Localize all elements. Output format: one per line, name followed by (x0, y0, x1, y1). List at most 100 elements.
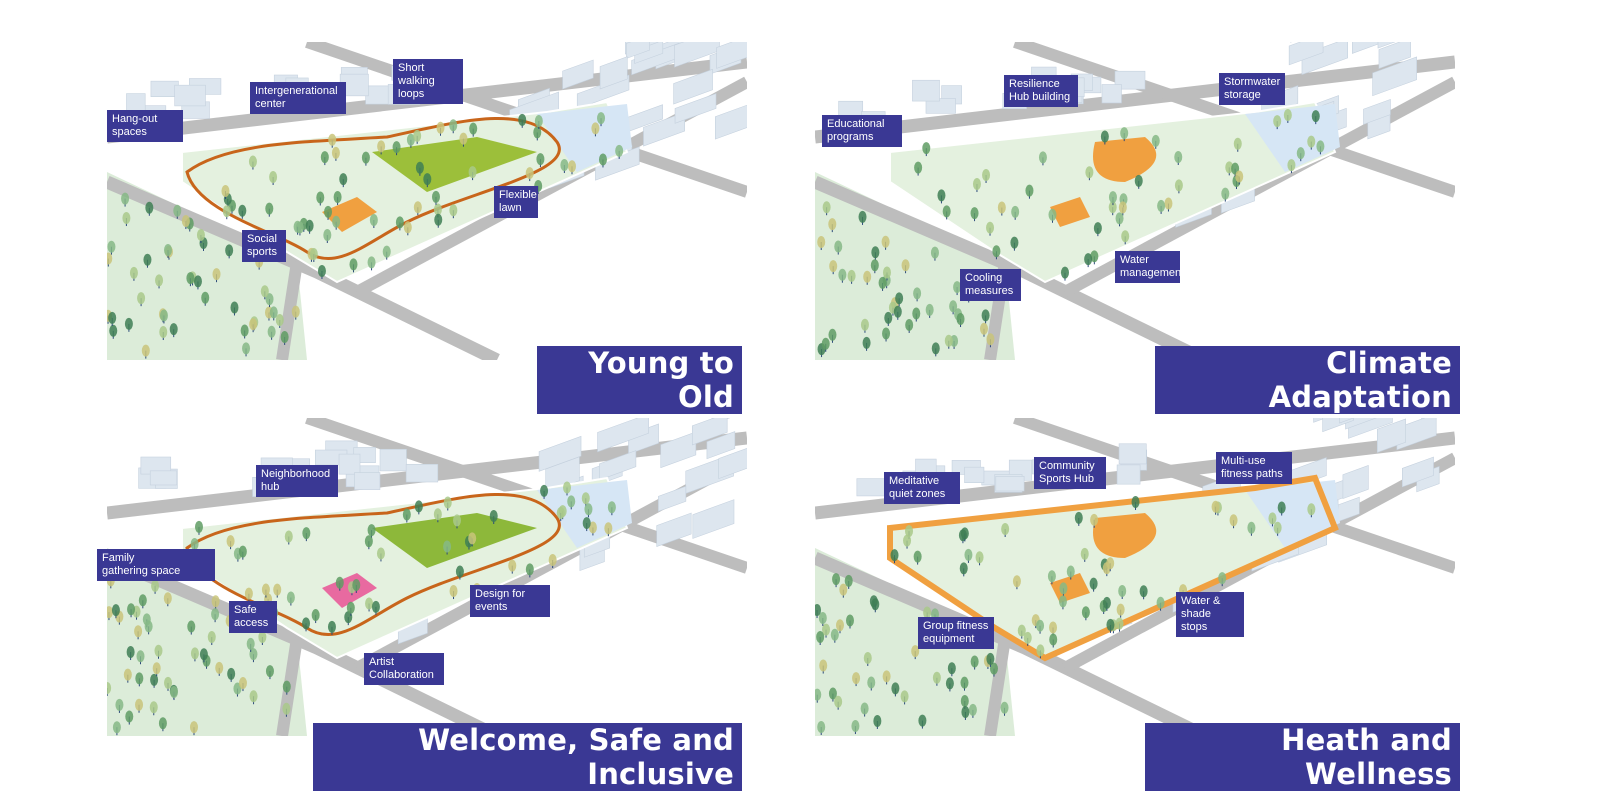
tree-icon (981, 309, 990, 322)
tree-icon (414, 500, 423, 513)
building (656, 512, 692, 548)
tree-icon (108, 311, 117, 324)
tree-icon (968, 703, 977, 716)
tree-icon (159, 326, 168, 339)
tree-icon (835, 619, 844, 632)
tree-icon (901, 259, 910, 272)
tree-icon (406, 133, 415, 146)
tree-icon (982, 168, 991, 181)
tree-icon (588, 521, 597, 534)
tree-icon (882, 327, 891, 340)
tree-icon (212, 268, 221, 281)
tree-icon (248, 155, 257, 168)
tree-icon (1229, 514, 1238, 527)
tree-icon (335, 576, 344, 589)
tree-icon (469, 122, 478, 135)
tree-icon (244, 587, 253, 600)
tree-icon (291, 305, 300, 318)
tree-icon (376, 547, 385, 560)
tree-icon (246, 637, 255, 650)
tree-icon (881, 235, 890, 248)
tree-icon (339, 173, 348, 186)
building (150, 80, 179, 97)
tree-icon (109, 324, 118, 337)
tree-icon (449, 585, 458, 598)
building (658, 485, 687, 512)
baseball-diamond (1093, 137, 1157, 182)
tree-icon (970, 207, 979, 220)
building (338, 453, 361, 475)
tree-icon (1081, 606, 1090, 619)
tree-icon (129, 266, 138, 279)
building (597, 418, 649, 453)
tree-icon (186, 272, 195, 285)
tree-icon (834, 695, 843, 708)
tree-icon (455, 565, 464, 578)
tree-icon (878, 276, 887, 289)
building (716, 42, 747, 69)
tree-icon (332, 215, 341, 228)
label-flexible-lawn: Flexible lawn (494, 186, 538, 218)
tree-icon (834, 240, 843, 253)
tree-icon (1058, 595, 1067, 608)
label-artist-collaboration: Artist Collaboration (364, 653, 444, 685)
tree-icon (269, 170, 278, 183)
tree-icon (1017, 624, 1026, 637)
tree-icon (122, 212, 131, 225)
tree-icon (413, 201, 422, 214)
tree-icon (1089, 577, 1098, 590)
tree-icon (453, 514, 462, 527)
tree-icon (155, 274, 164, 287)
tree-icon (844, 574, 853, 587)
tree-icon (1174, 179, 1183, 192)
tree-icon (249, 648, 258, 661)
tree-icon (1047, 570, 1056, 583)
tree-icon (986, 333, 995, 346)
tree-icon (1134, 174, 1143, 187)
sports-lawn (372, 137, 537, 192)
tree-icon (518, 113, 527, 126)
tree-icon (818, 611, 827, 624)
tree-icon (369, 214, 378, 227)
label-educational-programs: Educational programs (822, 115, 902, 147)
tree-icon (311, 609, 320, 622)
tree-icon (923, 606, 932, 619)
tree-icon (847, 269, 856, 282)
tree-icon (282, 702, 291, 715)
tree-icon (138, 594, 147, 607)
label-group-fitness-equipment: Group fitness equipment (918, 617, 994, 649)
panel-welcome-safe-inclusive (107, 418, 747, 736)
road (815, 176, 1208, 360)
tree-icon (534, 114, 543, 127)
tree-icon (944, 334, 953, 347)
tree-icon (377, 140, 386, 153)
tree-icon (145, 201, 154, 214)
building (660, 431, 697, 469)
building (673, 68, 713, 105)
tree-icon (851, 720, 860, 733)
building (912, 79, 940, 102)
tree-icon (591, 122, 600, 135)
tree-icon (1273, 115, 1282, 128)
tree-icon (273, 583, 282, 596)
label-meditative-quiet-zones: Meditative quiet zones (884, 472, 960, 504)
tree-icon (226, 535, 235, 548)
tree-icon (382, 245, 391, 258)
tree-icon (163, 592, 172, 605)
tree-icon (911, 645, 920, 658)
panel-title-climate-adaptation: Climate Adaptation (1155, 346, 1460, 414)
tree-icon (258, 631, 267, 644)
tree-icon (1218, 572, 1227, 585)
tree-icon (912, 307, 921, 320)
tree-icon (852, 672, 861, 685)
tree-icon (992, 245, 1001, 258)
tree-icon (1090, 250, 1099, 263)
tree-icon (1085, 166, 1094, 179)
tree-icon (211, 608, 220, 621)
tree-icon (282, 680, 291, 693)
tree-icon (882, 266, 891, 279)
tree-icon (137, 292, 146, 305)
tree-icon (930, 246, 939, 259)
tree-icon (1174, 151, 1183, 164)
tree-icon (242, 342, 251, 355)
